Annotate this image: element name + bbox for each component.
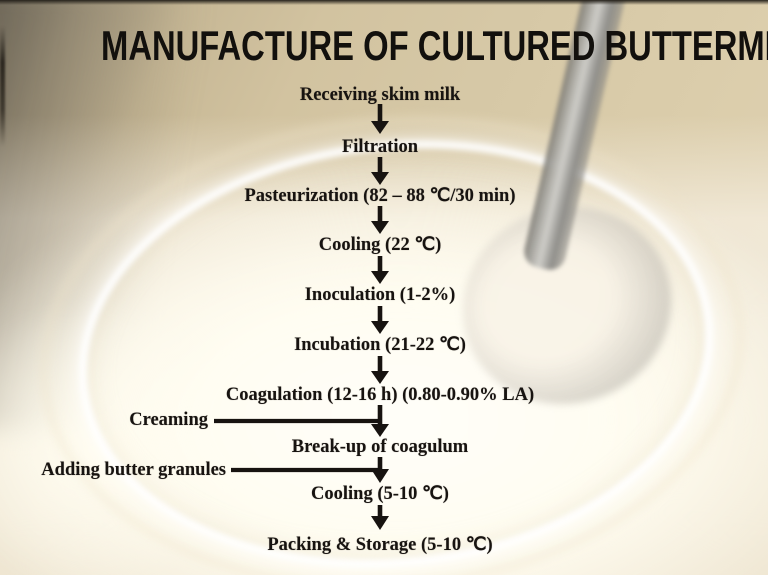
flow-arrow-6 (371, 356, 389, 384)
flow-arrow-8 (371, 457, 389, 483)
flow-step-filtration: Filtration (341, 137, 419, 157)
flow-arrow-1 (371, 104, 389, 134)
flow-arrow-4 (371, 256, 389, 284)
flow-step-packing-storage: Packing & Storage (5-10 ℃) (267, 535, 493, 555)
flow-step-receiving-skim-milk: Receiving skim milk (299, 85, 461, 105)
photo-top-edge (0, 0, 768, 5)
side-input-creaming: Creaming (129, 410, 208, 430)
flow-step-cooling-22c: Cooling (22 ℃) (318, 235, 442, 255)
flow-arrow-5 (371, 306, 389, 334)
flow-step-incubation: Incubation (21-22 ℃) (294, 335, 466, 355)
side-input-adding-butter-granules: Adding butter granules (41, 460, 226, 480)
photo-left-edge (0, 26, 5, 146)
flow-arrow-9 (371, 505, 389, 530)
slide-title: MANUFACTURE OF CULTURED BUTTERMILK (0, 24, 768, 68)
flow-step-cooling-5-10c: Cooling (5-10 ℃) (311, 484, 449, 504)
flow-arrow-2 (371, 157, 389, 185)
slide-title-text: MANUFACTURE OF CULTURED BUTTERMILK (101, 22, 768, 69)
flow-arrow-3 (371, 206, 389, 234)
flow-step-pasteurization: Pasteurization (82 – 88 ℃/30 min) (244, 186, 516, 206)
flow-step-inoculation: Inoculation (1-2%) (304, 285, 456, 305)
flow-step-break-up-of-coagulum: Break-up of coagulum (291, 437, 469, 457)
flow-step-coagulation: Coagulation (12-16 h) (0.80-0.90% LA) (225, 385, 535, 405)
flow-arrow-7 (371, 405, 389, 437)
